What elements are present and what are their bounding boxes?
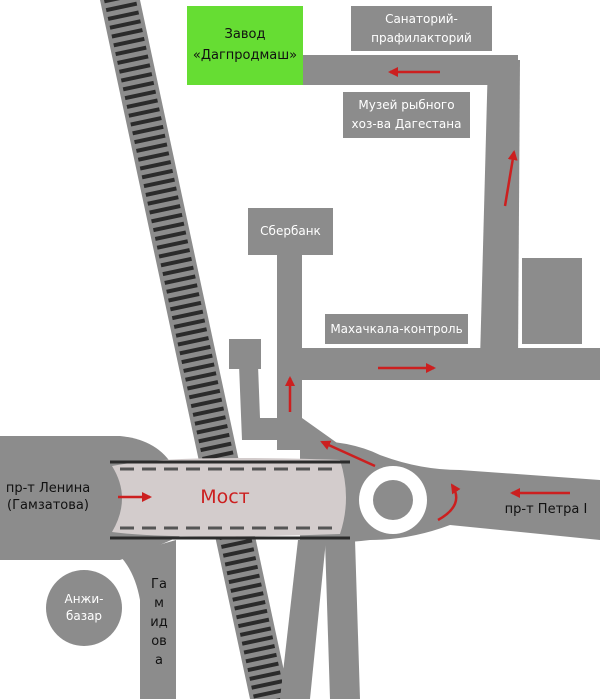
bridge-label: Мост xyxy=(200,486,250,509)
lenina-avenue-label: пр-т Ленина (Гамзатова) xyxy=(5,481,91,513)
makhachkala-control-label: Махачкала-контроль xyxy=(325,314,468,344)
sberbank-label: Сбербанк xyxy=(248,208,333,255)
railway xyxy=(100,0,290,699)
anzhi-bazaar-label: Анжи- базар xyxy=(64,591,104,623)
museum-label: Музей рыбного хоз-ва Дагестана xyxy=(343,92,470,138)
arrow-roundabout xyxy=(437,483,461,522)
petra-avenue-label: пр-т Петра I xyxy=(504,501,588,517)
bridge xyxy=(110,458,350,540)
sanatorium-label: Санаторий- прафилакторий xyxy=(351,6,492,51)
arrow-diagonal xyxy=(320,440,376,468)
direction-arrows xyxy=(118,67,570,522)
gamidova-street-label: Гамидова xyxy=(150,577,168,668)
factory-label: Завод «Дагпродмаш» xyxy=(187,6,303,85)
buildings xyxy=(46,258,582,646)
roundabout xyxy=(359,466,427,534)
arrow-to-sanatorium xyxy=(503,150,518,207)
